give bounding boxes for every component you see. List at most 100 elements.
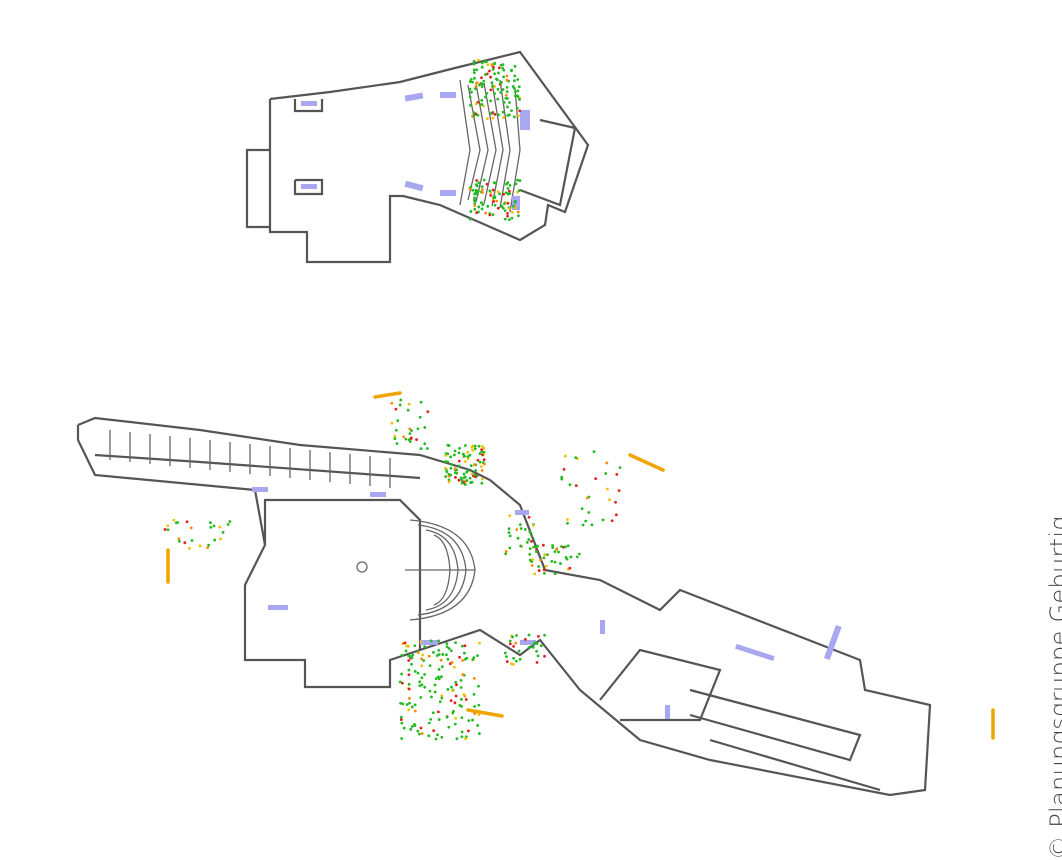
agent-dot bbox=[458, 655, 461, 659]
agent-dot bbox=[473, 204, 477, 207]
agent-dot bbox=[477, 181, 481, 185]
agent-dot bbox=[497, 66, 501, 70]
agent-dot bbox=[415, 438, 418, 441]
agent-dot bbox=[505, 90, 509, 94]
agent-dot bbox=[527, 633, 531, 637]
agent-dot bbox=[489, 75, 492, 79]
agent-dot bbox=[499, 91, 503, 94]
agent-dot bbox=[400, 653, 404, 657]
agent-dot bbox=[429, 639, 433, 643]
agent-dot bbox=[469, 78, 473, 81]
agent-dot bbox=[413, 669, 417, 673]
agent-dot bbox=[500, 204, 504, 208]
agent-dot bbox=[466, 450, 470, 454]
agent-dot bbox=[553, 572, 557, 576]
agent-dot bbox=[518, 657, 522, 661]
agent-dot bbox=[473, 198, 477, 202]
agent-dot bbox=[464, 737, 467, 741]
agent-dot bbox=[453, 467, 457, 471]
agent-dot bbox=[463, 460, 467, 463]
agent-dot bbox=[546, 553, 549, 557]
agent-dot bbox=[463, 651, 466, 655]
agent-dot bbox=[511, 85, 515, 88]
agent-dot bbox=[528, 530, 532, 534]
agent-dot bbox=[434, 677, 438, 681]
agent-dot bbox=[480, 444, 484, 448]
agent-dot bbox=[437, 639, 440, 643]
agent-dot bbox=[437, 677, 441, 681]
agent-dot bbox=[508, 183, 512, 187]
agent-dot bbox=[221, 531, 225, 534]
agent-dot bbox=[468, 453, 472, 457]
agent-dot bbox=[402, 435, 406, 439]
agent-dot bbox=[504, 552, 508, 556]
agent-dot bbox=[474, 188, 478, 192]
agent-dot bbox=[501, 88, 505, 91]
agent-dot bbox=[420, 657, 423, 661]
agent-dot bbox=[543, 553, 547, 557]
agent-dot bbox=[477, 732, 481, 735]
agent-dot bbox=[416, 651, 420, 654]
agent-dot bbox=[468, 476, 472, 480]
agent-dot bbox=[491, 84, 494, 88]
agent-dot bbox=[513, 94, 517, 98]
agent-dot bbox=[535, 550, 538, 554]
agent-dot bbox=[478, 452, 482, 456]
agent-dot bbox=[178, 539, 181, 543]
agent-dot bbox=[505, 655, 508, 658]
agent-dot bbox=[532, 545, 536, 549]
agent-dot bbox=[503, 651, 507, 655]
agent-dot bbox=[481, 453, 484, 457]
agent-dot bbox=[429, 718, 433, 721]
agent-dot bbox=[543, 633, 546, 637]
agent-dot bbox=[506, 201, 510, 205]
agent-dot bbox=[507, 527, 511, 531]
agent-dot bbox=[457, 459, 461, 463]
agent-dot bbox=[493, 84, 497, 88]
agent-dot bbox=[399, 718, 403, 721]
agent-dot bbox=[433, 690, 437, 694]
agent-dot bbox=[406, 408, 410, 412]
exits bbox=[166, 391, 995, 740]
agent-dot bbox=[542, 571, 546, 575]
agent-dot bbox=[452, 453, 456, 457]
agent-dot bbox=[449, 455, 453, 459]
agent-dot bbox=[405, 644, 409, 648]
agent-dot bbox=[503, 209, 507, 213]
agent-dot bbox=[481, 191, 484, 194]
agent-dot bbox=[410, 725, 414, 728]
agent-dot bbox=[478, 460, 482, 464]
agent-dot bbox=[519, 544, 523, 548]
agent-dot bbox=[506, 114, 510, 117]
agent-dot bbox=[419, 696, 423, 699]
agent-dot bbox=[501, 110, 505, 114]
agent-dot bbox=[463, 444, 467, 447]
agent-dot bbox=[532, 642, 536, 646]
agent-dot bbox=[475, 211, 479, 215]
agent-dot bbox=[506, 212, 509, 215]
agent-dot bbox=[605, 461, 609, 465]
agent-dot bbox=[497, 113, 500, 117]
agent-dot bbox=[541, 543, 545, 547]
agent-dot bbox=[590, 523, 594, 527]
agent-dot bbox=[489, 112, 493, 116]
agent-dot bbox=[477, 205, 481, 209]
agent-dot bbox=[474, 102, 478, 106]
agent-dot bbox=[443, 460, 447, 464]
agent-dot bbox=[581, 523, 585, 527]
agent-dot bbox=[482, 458, 486, 462]
agent-dot bbox=[564, 545, 567, 549]
agent-dot bbox=[427, 734, 431, 738]
agent-dot bbox=[473, 705, 476, 708]
agent-dot bbox=[407, 668, 411, 672]
agent-dot bbox=[463, 644, 467, 648]
agent-dot bbox=[405, 703, 409, 706]
agent-dot bbox=[445, 470, 449, 474]
agent-dot bbox=[480, 98, 484, 102]
agent-dot bbox=[450, 463, 454, 466]
agent-dot bbox=[535, 548, 538, 551]
agent-dot bbox=[189, 526, 193, 530]
agent-dot bbox=[472, 68, 476, 72]
agent-dot bbox=[460, 481, 464, 485]
agent-dot bbox=[537, 635, 540, 638]
